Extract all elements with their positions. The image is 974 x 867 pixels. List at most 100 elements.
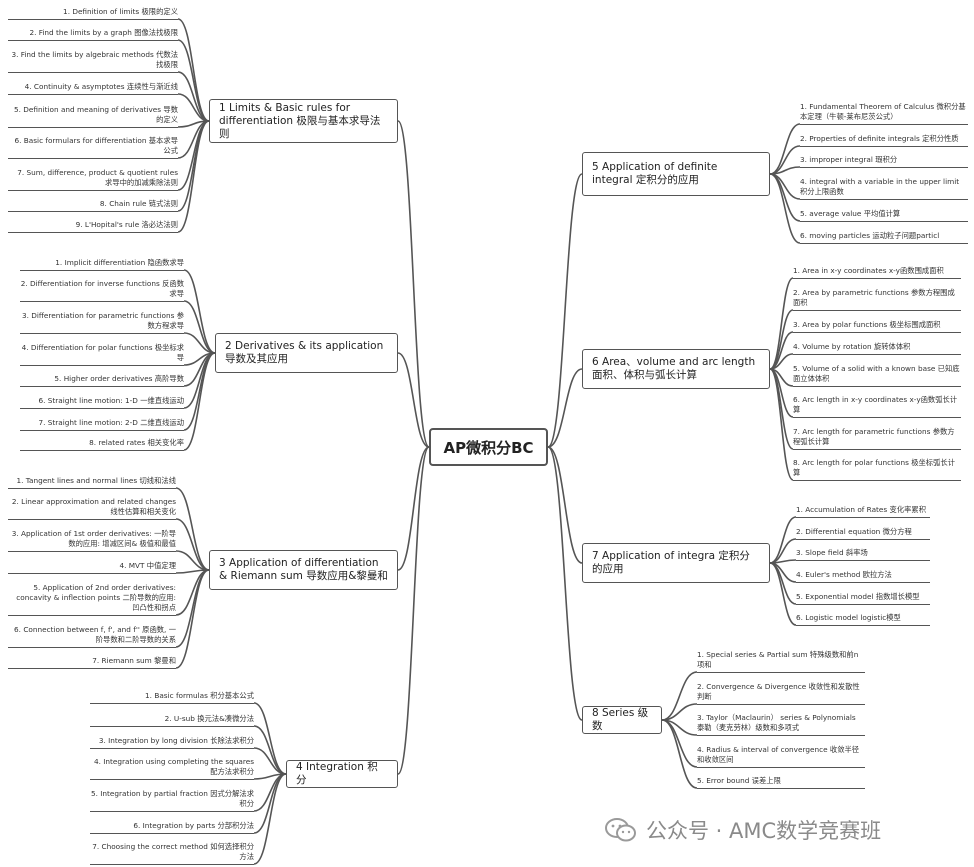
leaf-b8-2[interactable]: 2. Convergence & Divergence 收敛性和发散性判断 [697,682,860,701]
branch-node-7[interactable]: 7 Application of integra 定积分的应用 [582,543,770,583]
leaf-b6-1[interactable]: 1. Area in x-y coordinates x-y函数围成面积 [793,266,944,275]
branch-node-5[interactable]: 5 Application of definite integral 定积分的应… [582,152,770,196]
leaf-underline [796,604,930,605]
leaf-underline [8,488,176,489]
connector-b1-9 [177,120,210,233]
leaf-b4-1[interactable]: 1. Basic formulas 积分基本公式 [145,691,254,700]
leaf-b3-7[interactable]: 7. Riemann sum 黎曼和 [92,656,176,665]
connector-root-b5 [547,173,583,448]
leaf-underline [796,560,930,561]
connector-root-b4 [397,446,430,775]
leaf-underline [8,232,178,233]
leaf-b3-5[interactable]: 5. Application of 2nd order derivatives:… [16,583,176,612]
leaf-b4-2[interactable]: 2. U-sub 换元法&凑微分法 [164,714,254,723]
branch-node-1[interactable]: 1 Limits & Basic rules for differentiati… [209,99,398,143]
leaf-b4-4[interactable]: 4. Integration using completing the squa… [94,757,254,776]
leaf-underline [800,124,968,125]
leaf-b7-6[interactable]: 6. Logistic model logistic模型 [796,613,901,622]
leaf-underline [793,386,961,387]
leaf-b1-7[interactable]: 7. Sum, difference, product & quotient r… [17,168,178,187]
leaf-b7-1[interactable]: 1. Accumulation of Rates 变化率累积 [796,505,927,514]
leaf-underline [793,480,961,481]
leaf-b1-4[interactable]: 4. Continuity & asymptotes 连续性与渐近线 [24,82,178,91]
leaf-underline [796,517,930,518]
leaf-b5-1[interactable]: 1. Fundamental Theorem of Calculus 微积分基本… [800,102,966,121]
leaf-b1-8[interactable]: 8. Chain rule 链式法则 [99,199,178,208]
branch-node-6[interactable]: 6 Area、volume and arc length 面积、体积与弧长计算 [582,349,770,389]
leaf-b3-6[interactable]: 6. Connection between f, f', and f'' 原函数… [14,625,176,644]
leaf-b2-7[interactable]: 7. Straight line motion: 2-D 二维直线运动 [38,418,184,427]
leaf-b3-2[interactable]: 2. Linear approximation and related chan… [11,497,176,516]
leaf-b1-6[interactable]: 6. Basic formulars for differentiation 基… [14,136,178,155]
watermark-text: 公众号 · AMC数学竞赛班 [646,819,882,843]
branch-node-2[interactable]: 2 Derivatives & its application 导数及其应用 [215,333,398,373]
leaf-b8-4[interactable]: 4. Radius & interval of convergence 收敛半径… [697,745,860,764]
leaf-b6-4[interactable]: 4. Volume by rotation 旋转体体积 [793,342,911,351]
leaf-b2-8[interactable]: 8. related rates 相关变化率 [89,438,184,447]
leaf-underline [697,704,865,705]
leaf-underline [90,703,254,704]
leaf-underline [796,582,930,583]
leaf-b8-3[interactable]: 3. Taylor（Maclaurin） series & Polynomial… [697,713,856,732]
leaf-b1-3[interactable]: 3. Find the limits by algebraic methods … [11,50,178,69]
leaf-b4-3[interactable]: 3. Integration by long division 长除法求积分 [98,736,254,745]
leaf-b2-4[interactable]: 4. Differentiation for polar functions 极… [21,343,184,362]
leaf-b4-7[interactable]: 7. Choosing the correct method 如何选择积分方法 [92,842,254,861]
connector-b4-6 [253,773,287,834]
leaf-b2-5[interactable]: 5. Higher order derivatives 高阶导数 [54,374,184,383]
connector-b4-7 [253,773,287,865]
leaf-b6-2[interactable]: 2. Area by parametric functions 参数方程围成面积 [793,288,955,307]
leaf-b7-3[interactable]: 3. Slope field 斜率场 [796,548,868,557]
leaf-b7-2[interactable]: 2. Differential equation 微分方程 [796,527,912,536]
leaf-underline [20,450,184,451]
connector-b3-1 [175,487,210,571]
leaf-b3-4[interactable]: 4. MVT 中值定理 [119,561,176,570]
connector-b3-6 [175,569,210,648]
leaf-b5-4[interactable]: 4. integral with a variable in the upper… [800,177,960,196]
connector-root-b8 [547,446,583,721]
branch-node-8[interactable]: 8 Series 级数 [582,706,662,734]
leaf-b5-6[interactable]: 6. moving particles 运动粒子问题particl [800,231,940,240]
leaf-b6-7[interactable]: 7. Arc length for parametric functions 参… [793,427,955,446]
leaf-b1-1[interactable]: 1. Definition of limits 极限的定义 [63,7,178,16]
leaf-underline [20,408,184,409]
branch-node-3[interactable]: 3 Application of differentiation & Riema… [209,550,398,590]
leaf-b2-3[interactable]: 3. Differentiation for parametric functi… [21,311,184,330]
leaf-b6-8[interactable]: 8. Arc length for polar functions 极坐标弧长计… [793,458,955,477]
leaf-b4-6[interactable]: 6. Integration by parts 分部积分法 [133,821,254,830]
connector-b8-5 [661,719,698,789]
connector-b4-2 [253,725,287,775]
leaf-b6-5[interactable]: 5. Volume of a solid with a known base 已… [793,364,960,383]
leaf-b5-2[interactable]: 2. Properties of definite integrals 定积分性… [800,134,959,143]
leaf-underline [90,748,254,749]
connector-b1-4 [177,93,210,122]
leaf-b7-5[interactable]: 5. Exponential model 指数增长模型 [796,592,920,601]
leaf-underline [20,365,184,366]
leaf-b1-9[interactable]: 9. L'Hopital's rule 洛必达法则 [75,220,178,229]
leaf-b1-2[interactable]: 2. Find the limits by a graph 图像法找极限 [29,28,178,37]
leaf-b8-5[interactable]: 5. Error bound 误差上限 [697,776,781,785]
leaf-b4-5[interactable]: 5. Integration by partial fraction 因式分解法… [90,789,254,808]
leaf-b5-5[interactable]: 5. average value 平均值计算 [800,209,901,218]
root-node[interactable]: AP微积分BC [429,428,548,466]
connector-b5-3 [769,166,801,175]
leaf-b2-1[interactable]: 1. Implicit differentiation 隐函数求导 [55,258,184,267]
leaf-underline [8,72,178,73]
leaf-underline [8,519,176,520]
leaf-b5-3[interactable]: 3. improper integral 瑕积分 [800,155,898,164]
watermark: 公众号 · AMC数学竞赛班 [604,813,950,847]
leaf-b2-2[interactable]: 2. Differentiation for inverse functions… [20,279,184,298]
leaf-b3-1[interactable]: 1. Tangent lines and normal lines 切线和法线 [16,476,176,485]
leaf-b1-5[interactable]: 5. Definition and meaning of derivatives… [14,105,178,124]
leaf-underline [697,735,865,736]
leaf-b3-3[interactable]: 3. Application of 1st order derivatives:… [11,529,176,548]
connector-b8-1 [661,671,698,721]
leaf-b7-4[interactable]: 4. Euler's method 欧拉方法 [796,570,892,579]
leaf-b8-1[interactable]: 1. Special series & Partial sum 特殊级数和前n项… [697,650,859,669]
leaf-b2-6[interactable]: 6. Straight line motion: 1-D 一维直线运动 [38,396,184,405]
branch-node-4[interactable]: 4 Integration 积分 [286,760,398,788]
leaf-b6-6[interactable]: 6. Arc length in x-y coordinates x-y函数弧长… [793,395,958,414]
leaf-b6-3[interactable]: 3. Area by polar functions 极坐标围成面积 [793,320,941,329]
leaf-underline [8,615,176,616]
